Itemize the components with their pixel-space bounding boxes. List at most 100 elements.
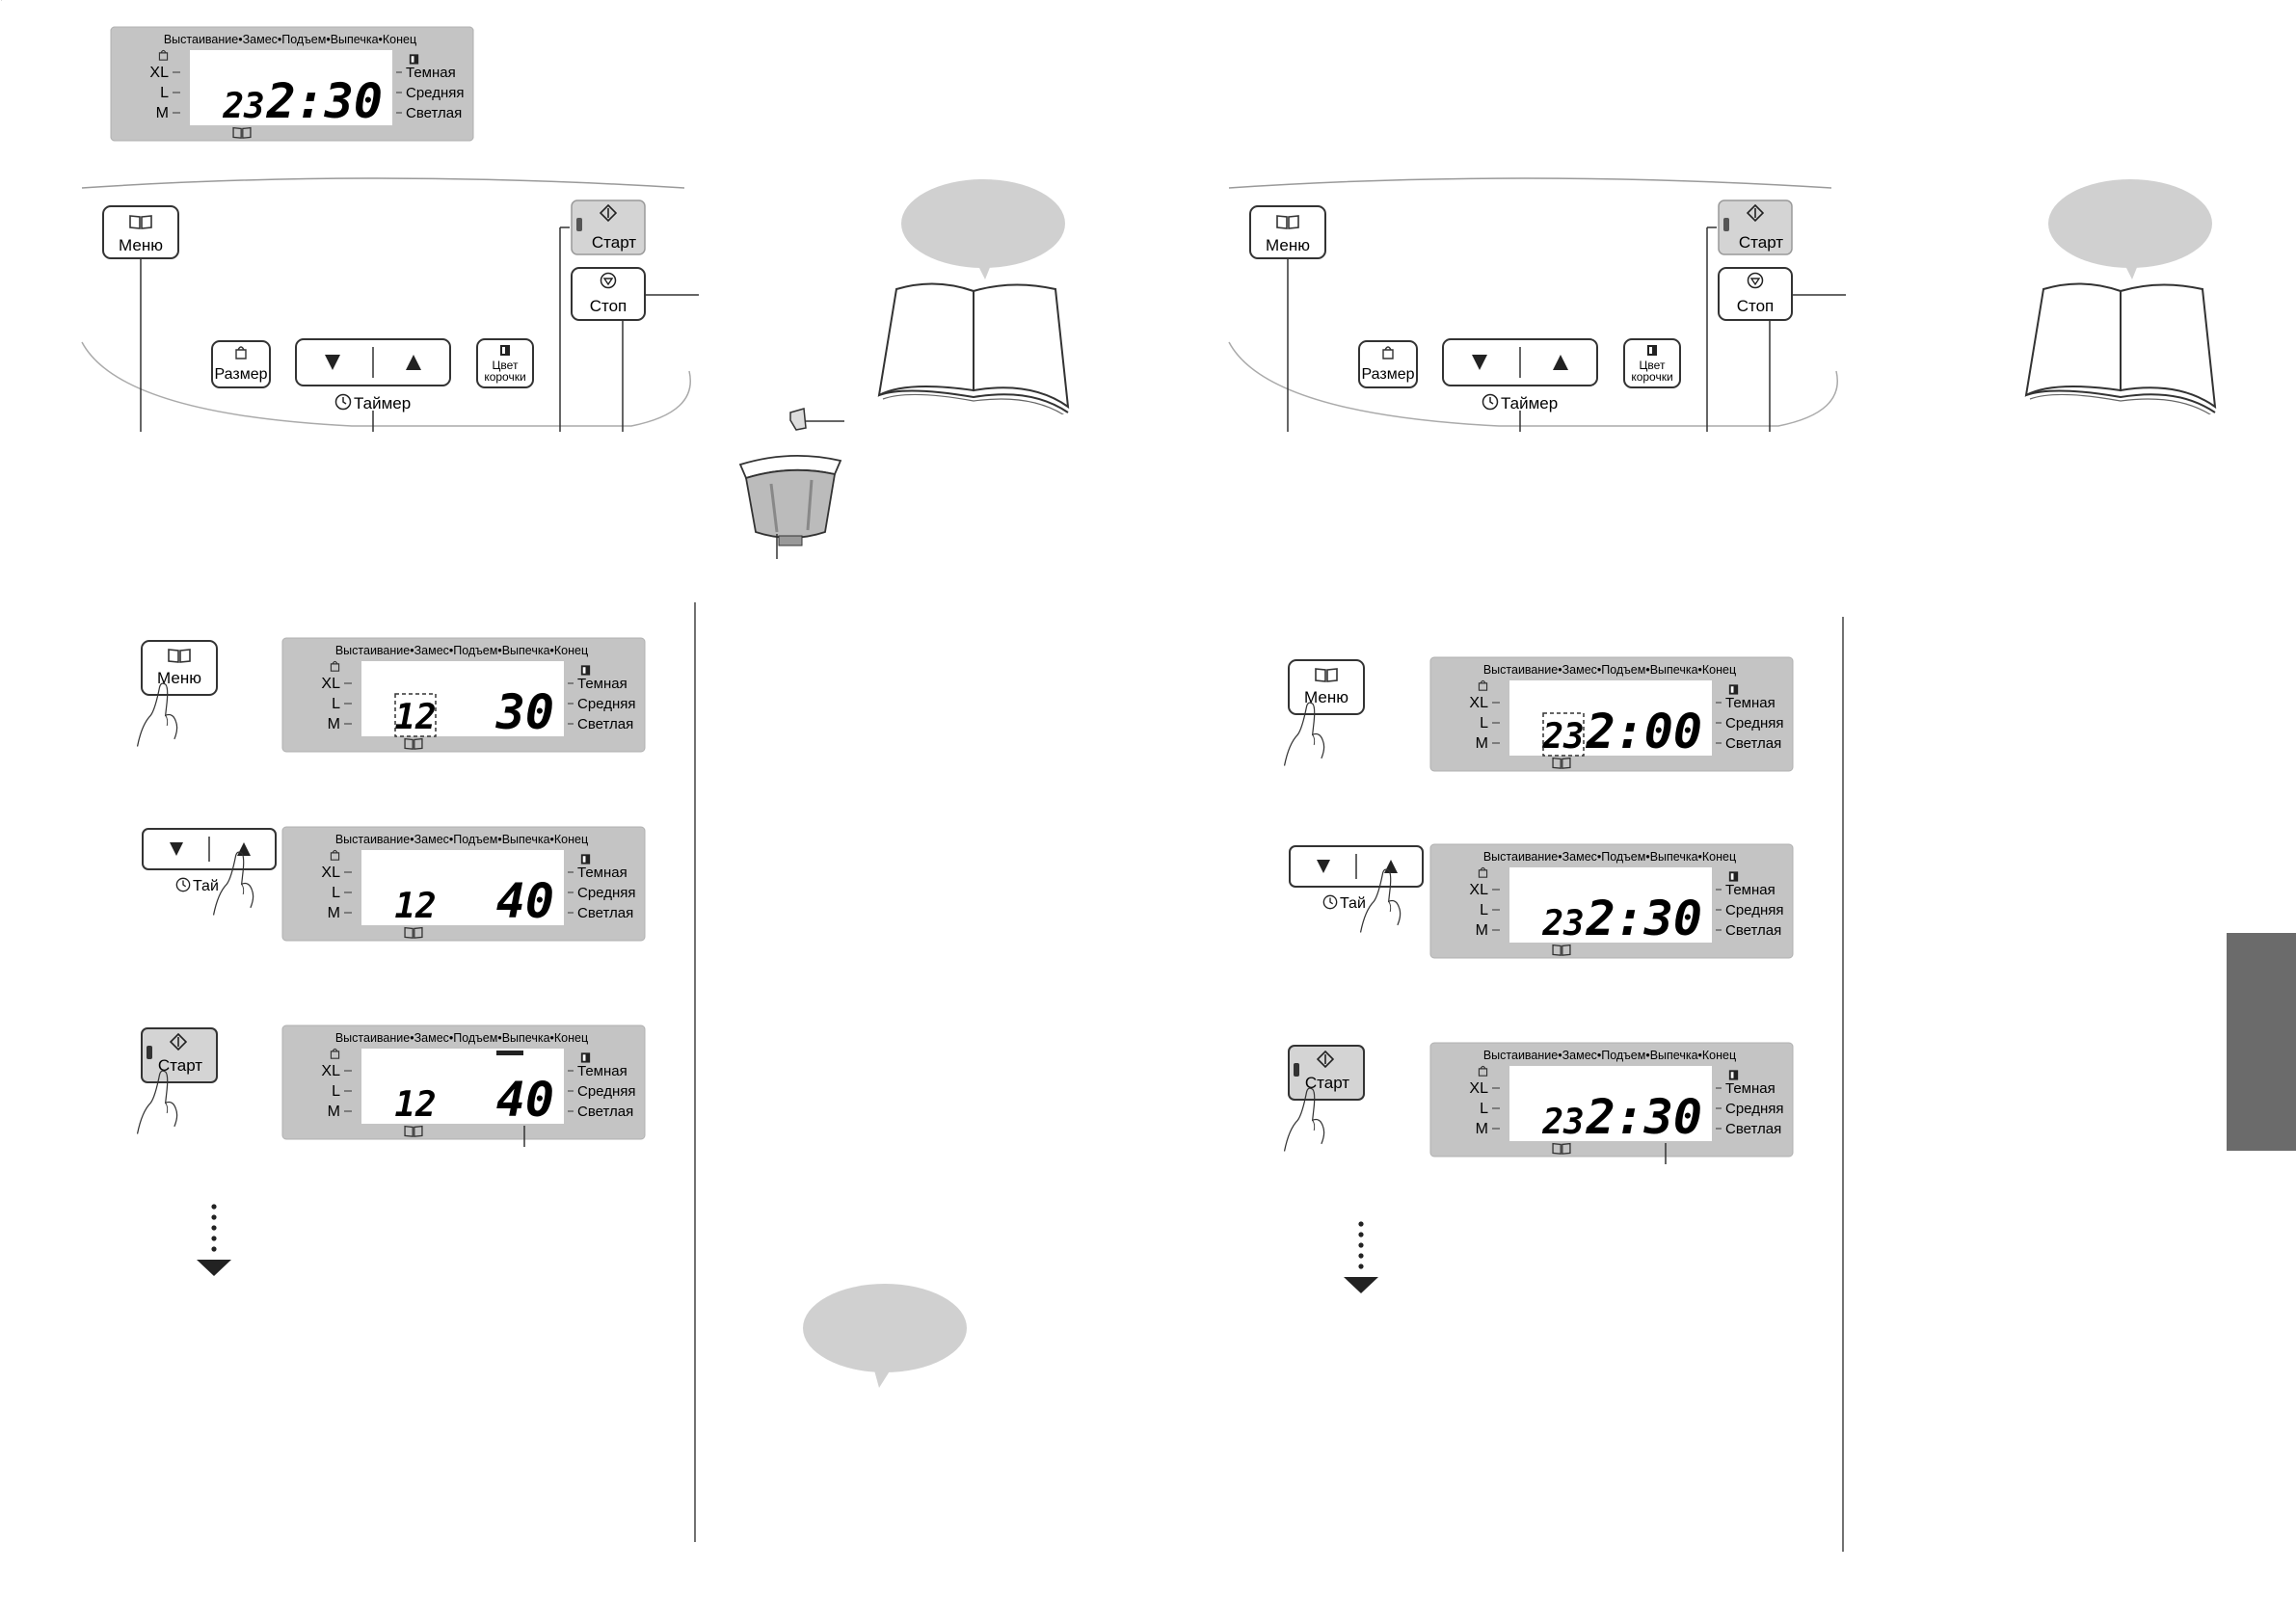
stage-labels: Выстаивание•Замес•Подъем•Выпечка•Конец [335,644,588,657]
timer-label: Таймер [1501,394,1558,412]
crust-medium-label: Средняя [1725,715,1783,732]
start-button-label: Старт [592,233,636,252]
menu-number-readout: 23 [1541,1103,1584,1142]
menu-number-readout: 23 [222,87,264,126]
time-readout: 2:00 [1586,704,1702,759]
crust-dark-label: Темная [577,865,627,881]
up-triangle-icon[interactable] [406,355,421,370]
menu-number-readout: 12 [394,698,436,737]
speech-bubble [901,179,1065,268]
lcd-display: Выстаивание•Замес•Подъем•Выпечка•КонецXL… [1429,843,1794,959]
crust-dark-label: Темная [406,65,456,81]
crust-bread-icon [1728,684,1739,695]
crust-button-label: корочки [1631,370,1672,384]
crust-light-label: Светлая [1725,922,1781,939]
start-button[interactable]: Старт [571,200,646,255]
section-tab [2227,933,2296,1151]
size-m-label: M [1476,922,1488,939]
size-m-label: M [156,105,169,121]
clock-icon [1322,894,1338,910]
crust-medium-label: Средняя [1725,902,1783,918]
bread-pan-icon [738,407,842,547]
start-button[interactable]: Старт [1288,1045,1365,1101]
crust-medium-label: Средняя [1725,1101,1783,1117]
lcd-display: Выстаивание•Замес•Подъем•Выпечка•КонецXL… [281,637,646,753]
continue-arrow [197,1204,231,1276]
clock-icon [175,877,191,892]
menu-number-readout: 12 [394,887,436,926]
crust-light-label: Светлая [1725,1121,1781,1137]
size-l-label: L [1480,902,1488,918]
clock-icon [1482,393,1499,411]
size-xl-label: XL [149,65,169,81]
time-readout: 2:30 [1586,1089,1702,1145]
menu-button-label: Меню [157,669,201,687]
crust-light-label: Светлая [406,105,462,121]
time-readout: 40 [496,1072,554,1128]
menu-button[interactable]: Меню [1249,205,1326,259]
crust-bread-icon [1647,345,1657,356]
size-xl-label: XL [1469,882,1488,898]
size-m-label: M [1476,1121,1488,1137]
stop-button[interactable]: Стоп [571,267,646,321]
time-readout: 30 [495,684,554,740]
crust-medium-label: Средняя [577,1083,635,1100]
crust-button-label: Цвет [493,359,519,372]
stop-button-label: Стоп [590,297,627,315]
timer-arrow-buttons[interactable] [295,338,451,386]
menu-button[interactable]: Меню [102,205,179,259]
menu-button[interactable]: Меню [1288,659,1365,715]
menu-number-readout: 12 [394,1085,436,1125]
crust-light-label: Светлая [577,716,633,732]
lcd-display: Выстаивание•Замес•Подъем•Выпечка•КонецXL… [1429,656,1794,772]
start-button[interactable]: Старт [141,1027,218,1083]
speech-bubble [2048,179,2212,268]
crust-dark-label: Темная [577,676,627,692]
stage-labels: Выстаивание•Замес•Подъем•Выпечка•Конец [1483,850,1736,864]
down-triangle-icon[interactable] [1317,860,1330,873]
timer-arrow-buttons[interactable]: Тай [1289,845,1424,912]
size-xl-label: XL [321,865,340,881]
start-button[interactable]: Старт [1718,200,1793,255]
time-readout: 40 [496,873,554,929]
size-xl-label: XL [321,676,340,692]
size-button-label: Размер [1362,366,1415,383]
lcd-display: Выстаивание•Замес•Подъем•Выпечка•КонецXL… [110,26,474,142]
size-l-label: L [332,885,340,901]
menu-number-readout: 23 [1541,717,1584,757]
timer-arrow-buttons[interactable] [1442,338,1598,386]
stage-labels: Выстаивание•Замес•Подъем•Выпечка•Конец [164,33,416,46]
timer-label: Таймер [354,394,411,412]
crust-medium-label: Средняя [577,885,635,901]
timer-arrow-buttons[interactable]: Тай [142,828,277,894]
crust-bread-icon [580,1052,591,1063]
down-triangle-icon[interactable] [1472,355,1487,370]
size-button[interactable]: Размер [211,340,271,388]
crust-light-label: Светлая [577,905,633,921]
size-m-label: M [328,716,340,732]
crust-button-label: Цвет [1640,359,1666,372]
size-l-label: L [1480,1101,1488,1117]
down-triangle-icon[interactable] [325,355,340,370]
crust-dark-label: Темная [1725,695,1775,711]
start-button-label: Старт [158,1056,202,1075]
start-button-label: Старт [1305,1074,1349,1092]
up-triangle-icon[interactable] [1553,355,1568,370]
continue-arrow [1344,1221,1378,1293]
size-l-label: L [160,85,169,101]
size-m-label: M [328,1104,340,1120]
down-triangle-icon[interactable] [170,842,183,856]
timer-label: Тай [193,878,219,894]
menu-button[interactable]: Меню [141,640,218,696]
size-l-label: L [332,696,340,712]
size-m-label: M [328,905,340,921]
menu-number-readout: 23 [1541,904,1584,944]
stop-button[interactable]: Стоп [1718,267,1793,321]
size-button[interactable]: Размер [1358,340,1418,388]
open-book-icon [878,282,1069,414]
crust-bread-icon [1728,1070,1739,1080]
crust-medium-label: Средняя [406,85,464,101]
